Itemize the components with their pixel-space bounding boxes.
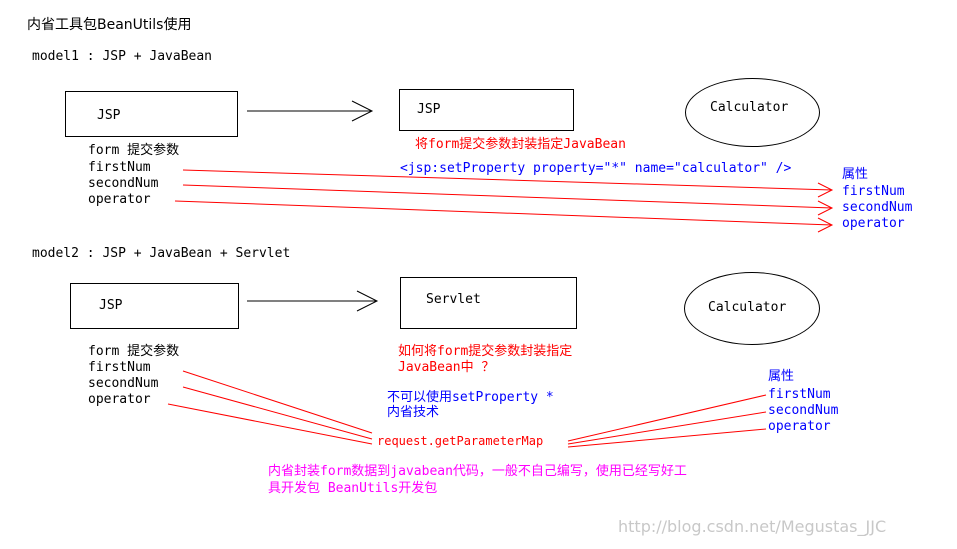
model1-arrow <box>247 100 374 122</box>
page-title: 内省工具包BeanUtils使用 <box>27 17 192 33</box>
model1-target-jsp-label: JSP <box>417 102 441 117</box>
model1-param-secondnum: secondNum <box>88 176 159 191</box>
model2-method-label: request.getParameterMap <box>377 434 544 448</box>
model1-note: 将form提交参数封装指定JavaBean <box>415 137 626 152</box>
model2-param-firstnum: firstNum <box>88 360 151 375</box>
model2-jsp-label: JSP <box>99 298 123 313</box>
model1-param-operator: operator <box>88 192 151 207</box>
model2-note-line2: 内省技术 <box>387 405 440 420</box>
model2-prop-lines <box>567 394 767 448</box>
model1-param-firstnum: firstNum <box>88 160 151 175</box>
model2-servlet-box: Servlet <box>400 277 577 329</box>
model1-heading: model1 : JSP + JavaBean <box>32 49 213 64</box>
model2-param-secondnum: secondNum <box>88 376 159 391</box>
model2-calculator-label: Calculator <box>708 300 787 315</box>
model1-code: <jsp:setProperty property="*" name="calc… <box>400 161 792 176</box>
model1-calculator-label: Calculator <box>710 100 789 115</box>
model2-calculator-ellipse: Calculator <box>684 272 820 345</box>
model2-form-label: form 提交参数 <box>88 344 180 359</box>
model1-jsp-label: JSP <box>97 108 121 123</box>
model2-summary-line2: 具开发包 BeanUtils开发包 <box>268 481 438 496</box>
model2-note-line1: 不可以使用setProperty * <box>387 390 554 405</box>
watermark: http://blog.csdn.net/Megustas_JJC <box>618 517 887 536</box>
model2-prop-firstnum: firstNum <box>768 387 831 402</box>
model2-props-label: 属性 <box>768 369 795 384</box>
model1-jsp-box: JSP <box>65 91 238 137</box>
model1-param-arrows <box>174 169 834 233</box>
model2-prop-operator: operator <box>768 419 831 434</box>
model1-prop-secondnum: secondNum <box>842 200 913 215</box>
model2-param-operator: operator <box>88 392 151 407</box>
model2-question-line1: 如何将form提交参数封装指定 <box>398 344 573 359</box>
model2-param-lines <box>167 370 373 445</box>
model2-jsp-box: JSP <box>70 283 239 329</box>
model2-question-line2: JavaBean中 ？ <box>398 360 495 375</box>
model1-prop-operator: operator <box>842 216 905 231</box>
model1-form-label: form 提交参数 <box>88 143 180 158</box>
model2-heading: model2 : JSP + JavaBean + Servlet <box>32 246 291 261</box>
model1-prop-firstnum: firstNum <box>842 184 905 199</box>
model2-arrow <box>247 290 379 312</box>
model2-servlet-label: Servlet <box>426 292 481 307</box>
model1-target-jsp-box: JSP <box>399 89 574 131</box>
model1-props-label: 属性 <box>842 167 869 182</box>
model1-calculator-ellipse: Calculator <box>685 78 820 147</box>
model2-prop-secondnum: secondNum <box>768 403 839 418</box>
model2-summary-line1: 内省封装form数据到javabean代码，一般不自己编写，使用已经写好工 <box>268 464 687 479</box>
